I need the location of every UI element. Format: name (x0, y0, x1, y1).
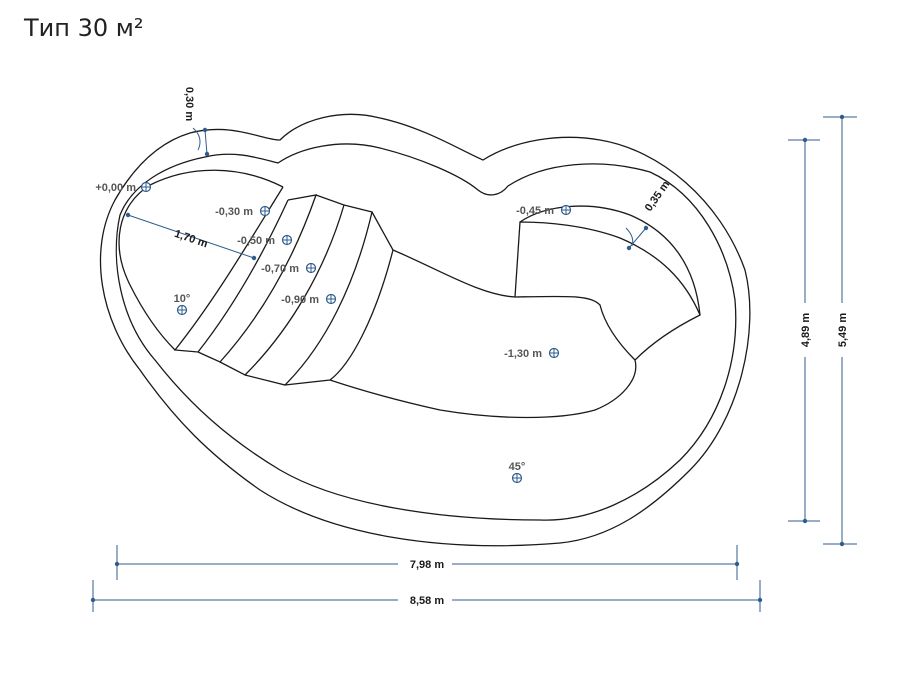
dim-step-length-label: 1,70 m (173, 228, 209, 251)
depth-label-0: +0,00 m (95, 182, 136, 194)
dim-rim: 0,30 m (183, 87, 210, 157)
dim-height-inner: 4,89 m (788, 137, 820, 524)
dim-height-outer: 5,49 m (823, 114, 857, 547)
step-5 (284, 211, 394, 386)
depth-marker-0: +0,00 m (95, 181, 152, 194)
dim-width-inner: 7,98 m (114, 545, 740, 580)
depth-marker-4: -0,90 m (281, 293, 337, 306)
dim-rim-label: 0,30 m (183, 87, 195, 121)
depth-marker-1: -0,30 m (215, 205, 271, 218)
dim-width-inner-label: 7,98 m (410, 559, 444, 571)
depth-label-5: -0,45 m (516, 205, 554, 217)
step-1 (173, 186, 289, 353)
dim-width-outer-label: 8,58 m (410, 595, 444, 607)
step-4 (244, 204, 373, 386)
slope-label-45: 45° (509, 461, 526, 473)
dim-height-outer-label: 5,49 m (837, 313, 849, 347)
step-2 (197, 194, 317, 363)
depth-label-3: -0,70 m (261, 263, 299, 275)
depth-label-1: -0,30 m (215, 206, 253, 218)
depth-marker-5: -0,45 m (516, 204, 572, 217)
depth-marker-2: -0,50 m (237, 234, 293, 247)
dim-ledge-label: 0,35 m (643, 179, 673, 214)
ledge-edge (514, 295, 636, 361)
dim-width-outer: 8,58 m (90, 580, 763, 612)
pool-outer-outline (99, 113, 751, 547)
depth-label-4: -0,90 m (281, 294, 319, 306)
depth-label-2: -0,50 m (237, 235, 275, 247)
step-3 (219, 194, 345, 376)
slope-marker-45: 45° (509, 461, 526, 484)
deep-zone-outline (329, 221, 701, 419)
shallow-area-outline (118, 169, 284, 351)
slope-label-10: 10° (174, 293, 191, 305)
page-title: Тип 30 м² (24, 14, 144, 42)
dim-height-inner-label: 4,89 m (800, 313, 812, 347)
ledge-outline (519, 205, 701, 316)
dim-ledge: 0,35 m (625, 179, 673, 251)
depth-label-6: -1,30 m (504, 348, 542, 360)
slope-marker-10: 10° (174, 293, 191, 316)
depth-marker-3: -0,70 m (261, 262, 317, 275)
depth-marker-6: -1,30 m (504, 347, 560, 360)
pool-inner-outline (115, 143, 737, 521)
